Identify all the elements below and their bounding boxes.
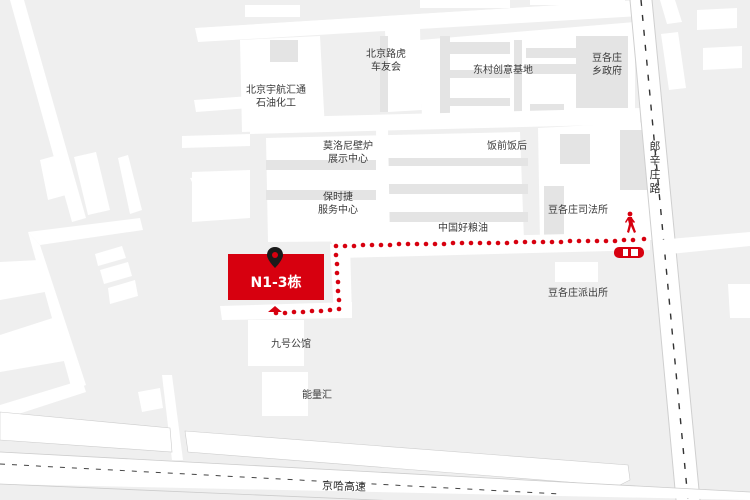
frontage-left — [0, 411, 173, 453]
poi-douge-gov[interactable]: 豆各庄 乡政府 — [592, 53, 622, 77]
poi-moluoni[interactable]: 莫洛尼壁炉 展示中心 — [323, 141, 373, 165]
buildings-left — [0, 152, 250, 412]
walking-person-icon — [625, 211, 636, 233]
road-left-diagonal — [0, 0, 250, 420]
frontage-right — [184, 430, 631, 487]
location-pin-icon — [267, 247, 283, 268]
car-icon — [614, 247, 644, 258]
road-center-vertical — [376, 130, 390, 242]
poi-douge-police[interactable]: 豆各庄派出所 — [548, 288, 608, 299]
buildings-top — [245, 0, 625, 17]
poi-beijing-luhu[interactable]: 北京路虎 车友会 — [366, 49, 406, 73]
target-label: N1-3栋 — [250, 275, 302, 291]
entrance-arrow-icon — [268, 306, 282, 312]
road-label-langxinzhuang: 郎辛庄路 — [649, 140, 661, 195]
road-route-vertical — [330, 244, 352, 316]
poi-beijing-yuhang[interactable]: 北京宇航汇通 石油化工 — [246, 85, 306, 109]
poi-nengliang[interactable]: 能量汇 — [302, 390, 332, 401]
road-top-horizontal — [195, 0, 640, 42]
road-label-jingha: 京哈高速 — [321, 479, 367, 494]
buildings-right — [555, 0, 750, 318]
poi-porsche[interactable]: 保时捷 服务中心 — [318, 192, 358, 216]
poi-fanqian[interactable]: 饭前饭后 — [487, 141, 527, 152]
building-detail-grey — [266, 36, 648, 240]
road-small-vertical — [162, 375, 183, 460]
road-jingha-highway — [0, 452, 750, 500]
road-center-horizontal — [250, 108, 640, 134]
poi-jiuhao[interactable]: 九号公馆 — [271, 339, 311, 350]
poi-zhongguo-liangyou[interactable]: 中国好粮油 — [438, 223, 488, 234]
poi-douge-justice[interactable]: 豆各庄司法所 — [548, 205, 608, 216]
route-path — [273, 236, 647, 316]
buildings-lower — [248, 320, 308, 416]
poi-dongcun[interactable]: 东村创意基地 — [473, 65, 533, 76]
